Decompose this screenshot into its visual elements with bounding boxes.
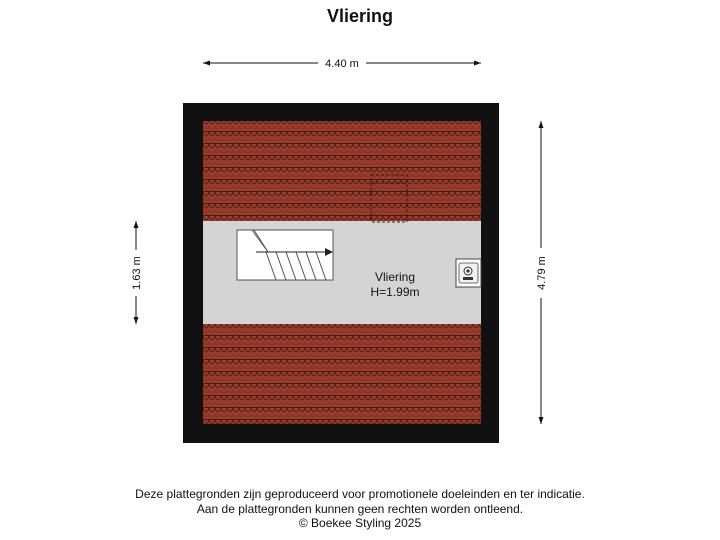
roof-hatch [370, 174, 408, 223]
disclaimer-line-1: Deze plattegronden zijn geproduceerd voo… [135, 487, 585, 501]
roof-lower [203, 323, 481, 424]
room-name: Vliering [375, 270, 415, 284]
copyright-line: © Boekee Styling 2025 [298, 516, 422, 530]
disclaimer-line-2: Aan de plattegronden kunnen geen rechten… [196, 501, 524, 516]
footer-disclaimer: Deze plattegronden zijn geproduceerd voo… [0, 487, 720, 531]
roof-upper [203, 121, 481, 222]
stairs-icon [236, 229, 334, 281]
height-label: 4.79 m [536, 256, 548, 290]
width-label: 4.40 m [325, 58, 359, 70]
room-depth-label: 1.63 m [131, 256, 143, 290]
page-title: Vliering [326, 6, 393, 26]
room-height: H=1.99m [370, 285, 419, 299]
boiler-icon [455, 258, 482, 288]
